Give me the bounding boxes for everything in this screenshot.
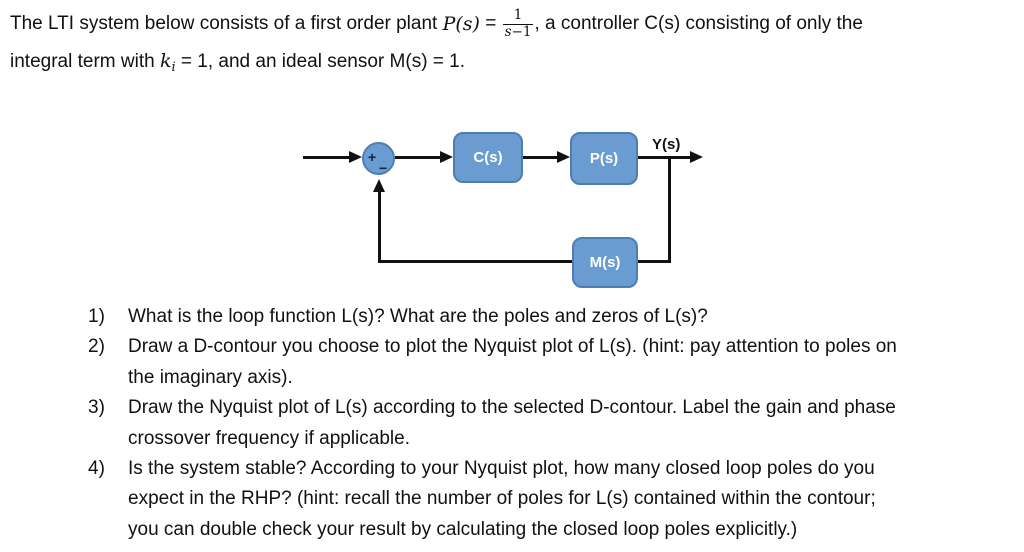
question-line: crossover frequency if applicable. (128, 427, 410, 449)
plant-block: P(s) (570, 132, 638, 185)
plus-sign: + (368, 149, 377, 165)
controller-label: C(s) (473, 149, 503, 166)
question-3: 3) Draw the Nyquist plot of L(s) accordi… (88, 393, 1018, 454)
question-line: expect in the RHP? (hint: recall the num… (128, 488, 876, 510)
question-line: Draw the Nyquist plot of L(s) according … (128, 397, 896, 419)
ki-subscript: i (171, 60, 176, 75)
question-line: Draw a D-contour you choose to plot the … (128, 336, 897, 358)
feedback-drop-line (668, 157, 671, 263)
intro-text-4: = 1, and an ideal sensor M(s) = 1. (175, 51, 466, 72)
intro-text-2: , a controller C(s) consisting of only t… (534, 13, 863, 34)
questions-list: 1) What is the loop function L(s)? What … (88, 302, 1018, 545)
plant-fraction: 1 s−1 (502, 6, 534, 41)
fraction-den-rest: −1 (511, 23, 532, 40)
feedback-line-left (378, 260, 572, 263)
input-signal-line (303, 156, 351, 159)
fraction-denominator: s−1 (502, 23, 534, 41)
controller-block: C(s) (453, 132, 523, 183)
question-text: Is the system stable? According to your … (128, 454, 1018, 545)
question-line: What is the loop function L(s)? What are… (128, 306, 708, 327)
fraction-numerator: 1 (513, 6, 523, 23)
arrowhead-right-icon (557, 151, 570, 163)
question-text: Draw the Nyquist plot of L(s) according … (128, 393, 1018, 454)
arrowhead-up-icon (373, 179, 385, 192)
intro-text-1: The LTI system below consists of a first… (10, 13, 443, 34)
question-line: you can double check your result by calc… (128, 518, 798, 540)
feedback-rise-line (378, 190, 381, 263)
intro-line-1: The LTI system below consists of a first… (10, 2, 1018, 46)
arrowhead-right-icon (690, 151, 703, 163)
output-signal-line (638, 156, 691, 159)
question-line: the imaginary axis). (128, 366, 293, 388)
fraction-den-s: s (504, 23, 512, 40)
question-number: 1) (88, 306, 105, 327)
feedback-line-right (638, 260, 671, 263)
minus-sign: − (379, 160, 388, 176)
control-signal-line (523, 156, 558, 159)
question-number: 4) (88, 458, 105, 480)
question-2: 2) Draw a D-contour you choose to plot t… (88, 332, 1018, 393)
question-1: 1) What is the loop function L(s)? What … (88, 302, 1018, 332)
plant-symbol: P(s) (442, 13, 480, 35)
question-number: 3) (88, 397, 105, 419)
plant-label: P(s) (589, 150, 619, 167)
intro-line-2: integral term with ki = 1, and an ideal … (10, 48, 1018, 81)
intro-paragraph: The LTI system below consists of a first… (10, 2, 1018, 81)
ki-symbol: k (159, 50, 172, 72)
question-text: Draw a D-contour you choose to plot the … (128, 332, 1018, 393)
arrowhead-right-icon (440, 151, 453, 163)
arrowhead-right-icon (349, 151, 362, 163)
sensor-block: M(s) (572, 237, 638, 288)
sensor-label: M(s) (589, 254, 621, 271)
equals-sign: = (479, 13, 502, 34)
error-signal-line (395, 156, 441, 159)
question-number: 2) (88, 336, 105, 358)
question-line: Is the system stable? According to your … (128, 458, 875, 480)
output-label: Y(s) (652, 136, 681, 153)
question-4: 4) Is the system stable? According to yo… (88, 454, 1018, 545)
summing-junction: + − (362, 142, 395, 175)
question-text: What is the loop function L(s)? What are… (128, 302, 1018, 332)
intro-text-3: integral term with (10, 51, 160, 72)
